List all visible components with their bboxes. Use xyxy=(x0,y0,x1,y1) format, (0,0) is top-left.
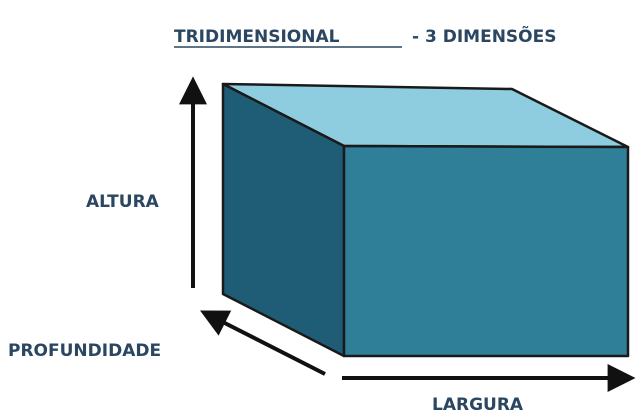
cube-front-face xyxy=(342,144,630,358)
diagram-title: TRIDIMENSIONAL - 3 DIMENSÕES xyxy=(174,24,556,48)
width-label: LARGURA xyxy=(432,395,524,414)
cube xyxy=(221,82,630,358)
depth-arrow xyxy=(200,310,326,376)
depth-label: PROFUNDIDADE xyxy=(8,341,161,361)
title-main: TRIDIMENSIONAL xyxy=(174,27,340,47)
height-label: ALTURA xyxy=(86,192,160,212)
title-rest: - 3 DIMENSÕES xyxy=(412,24,556,47)
